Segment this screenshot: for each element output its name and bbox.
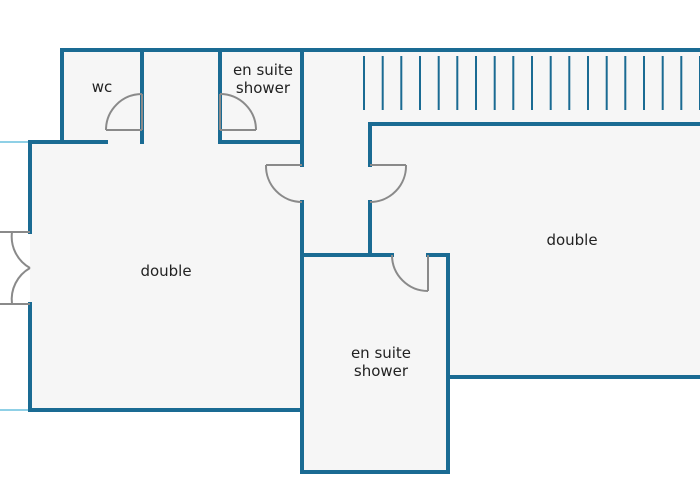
room-label-double-right: double — [546, 231, 597, 249]
door-ensuite-bottom — [391, 254, 429, 292]
door-wc — [105, 93, 143, 131]
room-labels: wc en suite shower double double en suit… — [92, 61, 598, 380]
door-ensuite-top — [219, 93, 257, 131]
floor-corridor — [302, 50, 370, 255]
room-label-ensuite-top-line2: shower — [236, 79, 291, 97]
door-exterior-left — [0, 231, 31, 305]
window-left — [0, 141, 30, 411]
room-label-wc: wc — [92, 78, 113, 96]
door-double-left — [264, 164, 303, 203]
room-label-ensuite-bottom-line1: en suite — [351, 344, 411, 362]
room-label-ensuite-bottom-line2: shower — [354, 362, 409, 380]
floor-areas — [30, 50, 700, 472]
staircase — [363, 56, 700, 110]
room-label-double-left: double — [140, 262, 191, 280]
floor-double-left — [30, 142, 302, 410]
room-label-ensuite-top-line1: en suite — [233, 61, 293, 79]
door-double-right — [369, 164, 408, 203]
doors — [0, 93, 429, 305]
